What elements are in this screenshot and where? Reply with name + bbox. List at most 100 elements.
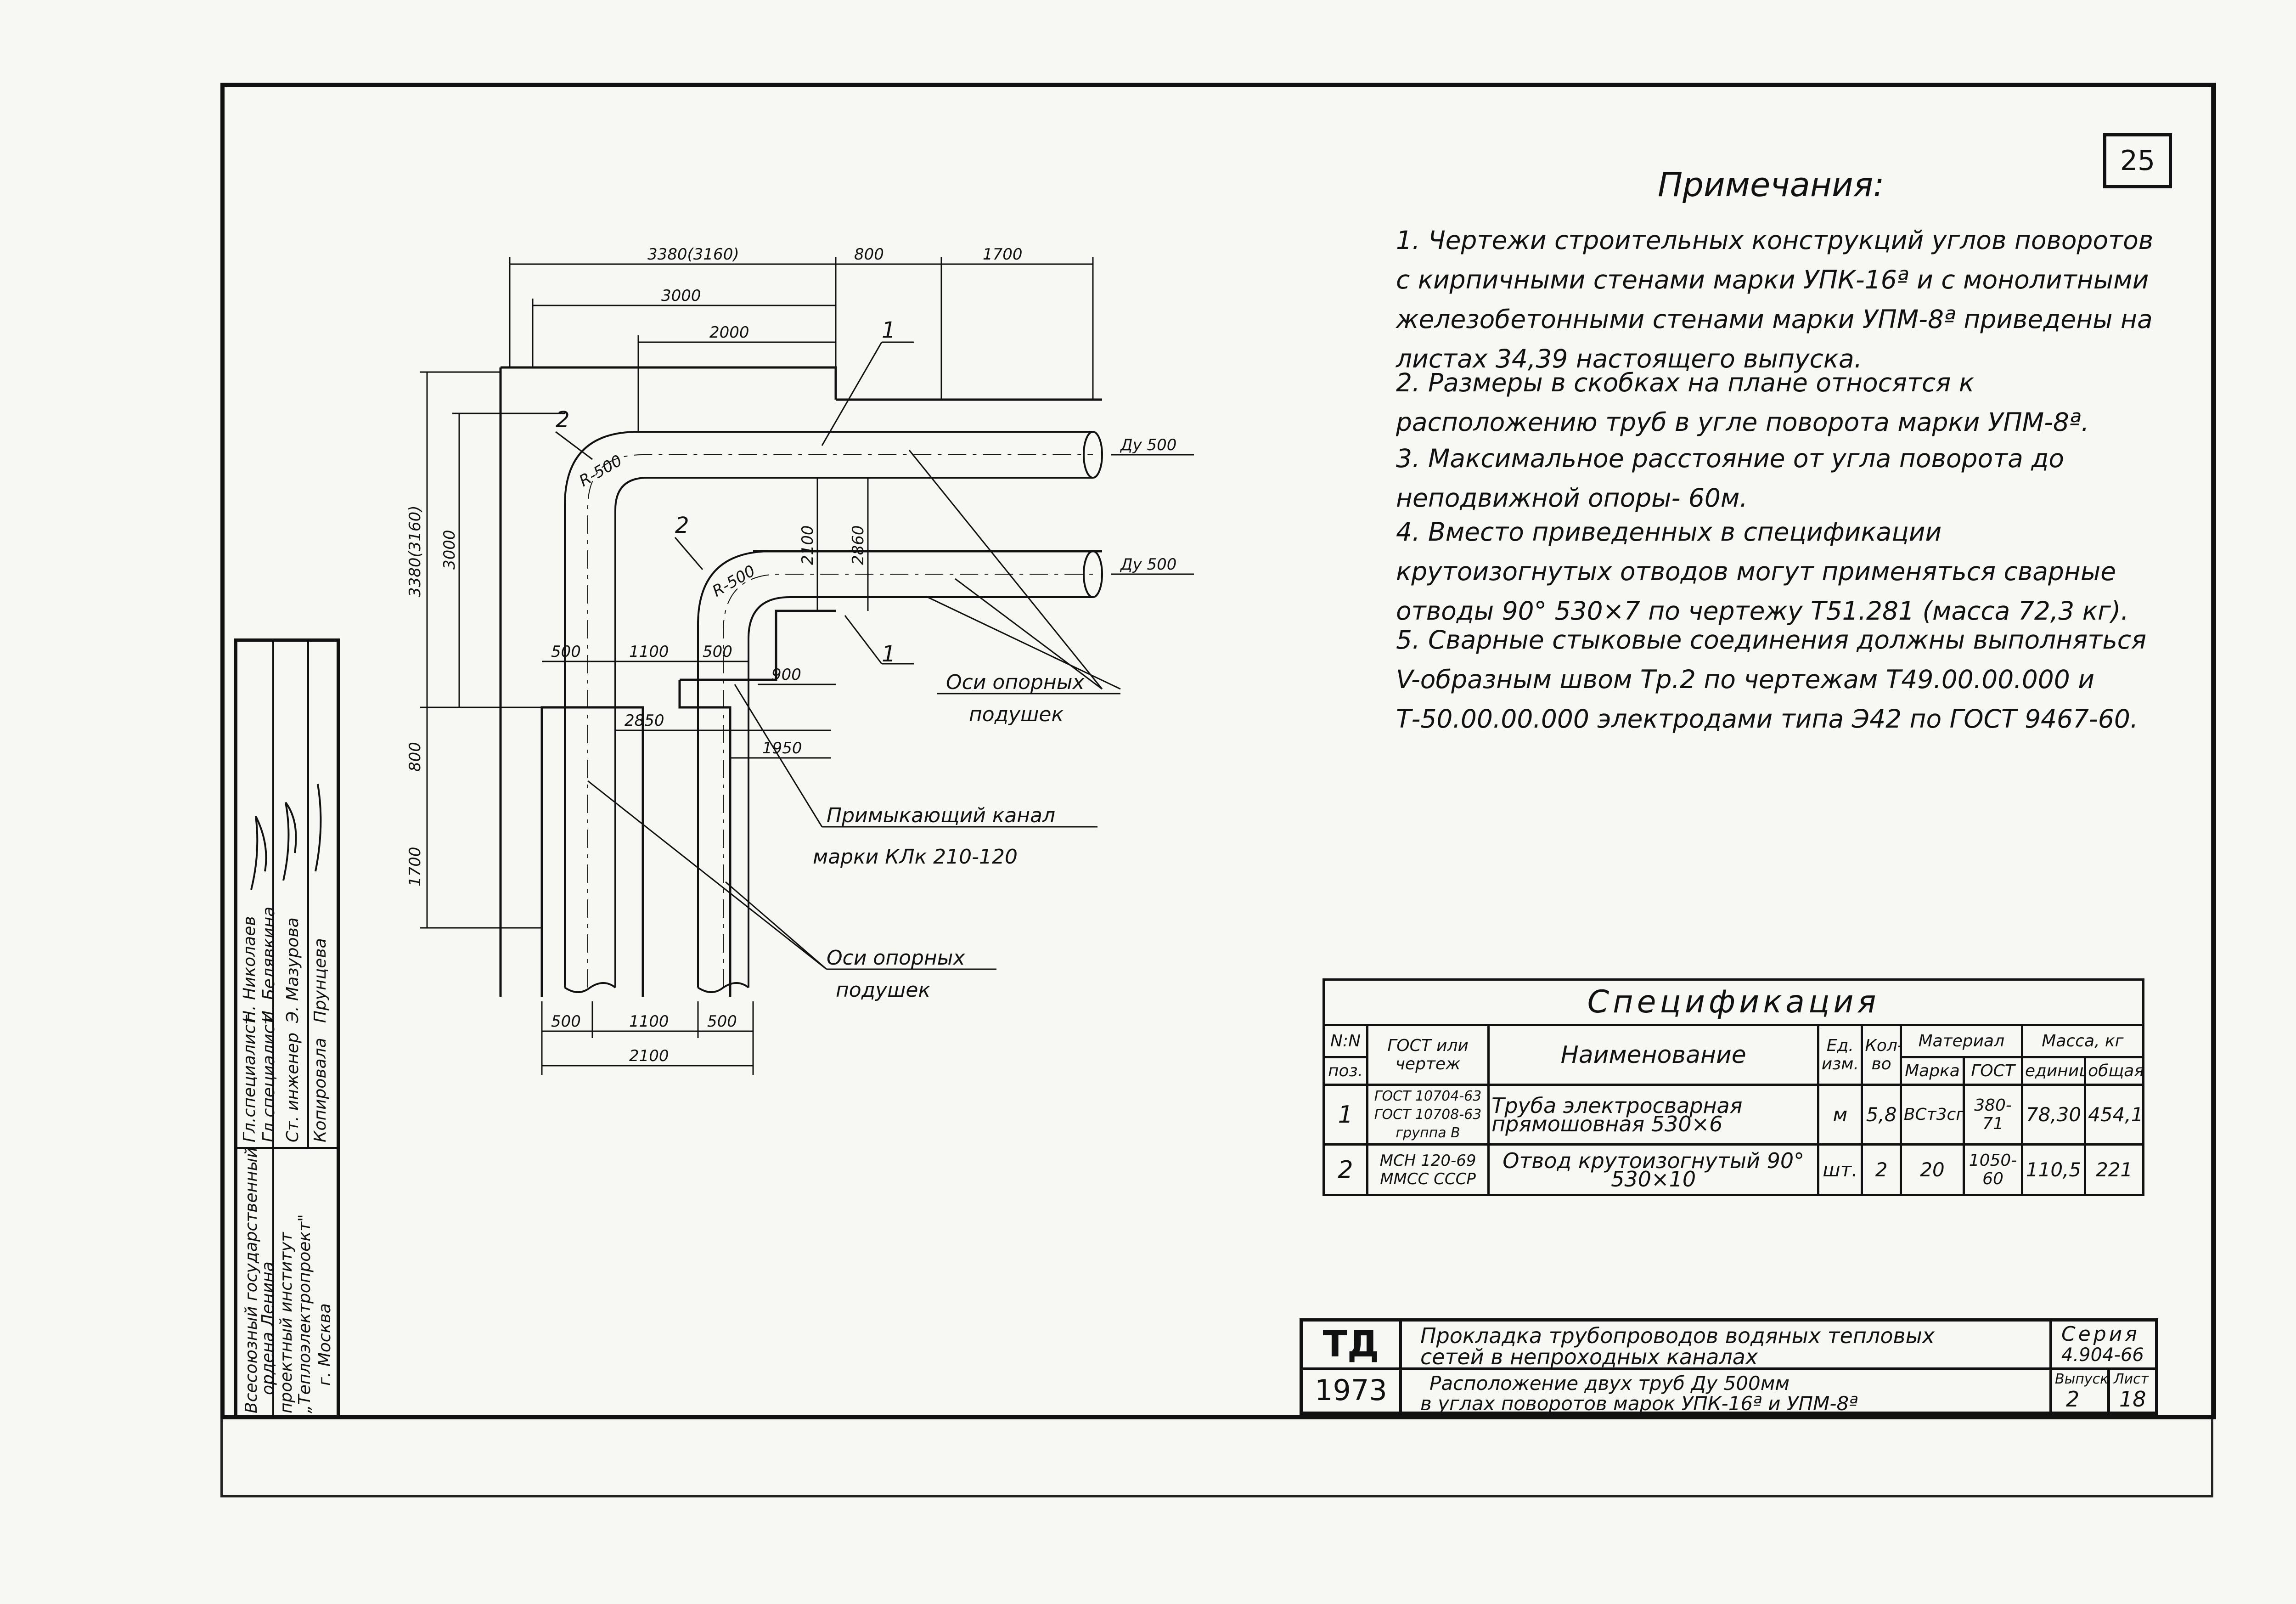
name-4: Прунцева xyxy=(311,938,330,1023)
row1-name: Труба электросварная прямошовная 530×6 xyxy=(1487,1084,1820,1146)
header-name: Наименование xyxy=(1487,1024,1820,1086)
row2-mass-total: 221 xyxy=(2084,1143,2144,1196)
sheet-label: Лист xyxy=(2114,1371,2149,1387)
position-marks: 1 1 2 2 xyxy=(556,317,896,667)
position-leaders xyxy=(555,341,1194,665)
header-unit: Ед. изм. xyxy=(1817,1024,1863,1086)
row1-pos: 1 xyxy=(1322,1084,1369,1146)
role-3: Ст. инженер xyxy=(283,1032,302,1142)
role-4: Копировала xyxy=(311,1038,330,1142)
note-2: 2. Размеры в скобках на плане относятся … xyxy=(1396,368,2089,437)
dimension-lines xyxy=(420,257,1121,1075)
header-mass-total: общая xyxy=(2084,1056,2144,1086)
role-1: Гл.специалист xyxy=(240,1015,259,1142)
row1-mass-unit: 78,30 xyxy=(2020,1084,2087,1146)
row2-qty: 2 xyxy=(1861,1143,1902,1196)
radius-label-2: R-500 xyxy=(709,562,759,601)
dim-top-800: 800 xyxy=(854,245,884,264)
dim-top-3000: 3000 xyxy=(661,287,701,305)
issue-value: 2 xyxy=(2066,1387,2080,1412)
row2-gost: МСН 120-69 ММСС СССР xyxy=(1366,1143,1490,1196)
radius-label-1: R-500 xyxy=(576,452,625,491)
dim-top-2000: 2000 xyxy=(709,323,749,342)
note-1: 1. Чертежи строительных конструкций угло… xyxy=(1396,226,2154,373)
signatures xyxy=(250,784,322,890)
dim-inner-1100: 1100 xyxy=(629,643,669,661)
title-year: 1973 xyxy=(1303,1367,1402,1413)
pipe-labels: Ду 500 Ду 500 xyxy=(1120,436,1176,574)
pipe-label-lower: Ду 500 xyxy=(1120,555,1176,574)
note-4: 4. Вместо приведенных в спецификации кру… xyxy=(1396,517,2129,626)
subtitle-line2: в углах поворотов марок УПК-16ª и УПМ-8ª xyxy=(1420,1392,1858,1415)
row1-mass-total: 454,14 xyxy=(2084,1084,2144,1146)
dim-bottom-500a: 500 xyxy=(551,1012,581,1031)
name-2: И. Белявкина xyxy=(259,906,278,1023)
signature-1 xyxy=(250,816,267,890)
title-block: ТД 1973 Прокладка трубопроводов водяных … xyxy=(1300,1318,2158,1415)
pipe-1 xyxy=(564,431,1103,993)
row1-gost2: 380-71 xyxy=(1963,1084,2023,1146)
left-stamp: Всесоюзный государственный ордена Ленина… xyxy=(234,638,340,1419)
header-pos-1: N:N xyxy=(1322,1024,1369,1058)
header-qty: Кол-во xyxy=(1861,1024,1902,1086)
dim-inner-2860: 2860 xyxy=(849,525,867,565)
series-value: 4.904-66 xyxy=(2061,1344,2144,1366)
issue-label: Выпуск xyxy=(2055,1371,2109,1387)
callout-support-axes-1-line2: подушек xyxy=(969,703,1064,726)
page-number: 25 xyxy=(2103,133,2172,188)
issue-cell: Выпуск 2 xyxy=(2052,1370,2110,1413)
series-cell: Серия 4.904-66 xyxy=(2052,1322,2155,1370)
institute-line-3: проектный институт xyxy=(277,1232,296,1413)
callout-support-axes-2-line1: Оси опорных xyxy=(827,946,965,970)
dim-inner-2100: 2100 xyxy=(799,525,817,565)
dim-inner-500a: 500 xyxy=(551,643,581,661)
row1-mark: ВСт3сп5 xyxy=(1899,1084,1965,1146)
institute-line-5: г. Москва xyxy=(315,1303,334,1386)
name-3: Э. Мазурова xyxy=(283,917,302,1023)
stamp-col-line-2 xyxy=(307,642,309,1147)
row2-name: Отвод крутоизогнутый 90° 530×10 xyxy=(1487,1143,1820,1196)
dim-bottom-2100: 2100 xyxy=(629,1047,669,1065)
dim-inner-1950: 1950 xyxy=(762,739,802,757)
sheet-frame xyxy=(220,83,2216,1419)
dim-left-total: 3380(3160) xyxy=(406,505,424,597)
row2-unit: шт. xyxy=(1817,1143,1863,1196)
title-code: ТД xyxy=(1303,1322,1402,1370)
dim-top-total: 3380(3160) xyxy=(647,245,739,264)
stamp-columns xyxy=(237,642,337,1416)
spec-title: Спецификация xyxy=(1322,978,2144,1026)
dim-top-1700: 1700 xyxy=(983,245,1023,264)
series-label: Серия xyxy=(2061,1322,2140,1346)
pos-mark-1b: 1 xyxy=(882,641,896,667)
callout-labels: Оси опорных подушек Примыкающий канал ма… xyxy=(813,671,1085,1002)
row1-gost: ГОСТ 10704-63 ГОСТ 10708-63 группа В xyxy=(1366,1084,1490,1146)
institute-line-1: Всесоюзный государственный xyxy=(242,1147,261,1413)
header-pos-2: поз. xyxy=(1322,1056,1369,1086)
dim-inner-2850: 2850 xyxy=(625,712,664,730)
title-main: Прокладка трубопроводов водяных тепловых… xyxy=(1402,1322,2052,1370)
table-row: 1 ГОСТ 10704-63 ГОСТ 10708-63 группа В Т… xyxy=(1322,1084,2144,1146)
title-sub: Расположение двух труб Ду 500мм в углах … xyxy=(1402,1370,2052,1415)
header-material: Материал xyxy=(1899,1024,2023,1058)
notes-title: Примечания: xyxy=(1658,165,1885,204)
dim-inner-900: 900 xyxy=(771,666,801,684)
dim-bottom-1100: 1100 xyxy=(629,1012,669,1031)
role-2: Гл.специалист xyxy=(259,1015,278,1142)
note-5: 5. Сварные стыковые соединения должны вы… xyxy=(1396,625,2147,734)
header-gost2: ГОСТ xyxy=(1963,1056,2023,1086)
title-line1: Прокладка трубопроводов водяных тепловых xyxy=(1420,1323,1935,1348)
callout-support-axes-1-line1: Оси опорных xyxy=(946,671,1085,694)
institute-line-2: ордена Ленина xyxy=(259,1261,277,1395)
title-line2: сетей в непроходных каналах xyxy=(1420,1344,1758,1369)
row1-unit: м xyxy=(1817,1084,1863,1146)
pipe-label-upper: Ду 500 xyxy=(1120,436,1176,454)
dim-left-1700: 1700 xyxy=(406,847,424,887)
dim-left-800: 800 xyxy=(406,742,424,772)
row2-mark: 20 xyxy=(1899,1143,1965,1196)
pipe-2 xyxy=(697,550,1103,993)
specification-table: Спецификация N:N ГОСТ или чертеж Наимено… xyxy=(1322,978,2145,1196)
row2-gost2: 1050-60 xyxy=(1963,1143,2023,1196)
signature-3 xyxy=(315,784,322,872)
sheet-value: 18 xyxy=(2119,1387,2146,1412)
